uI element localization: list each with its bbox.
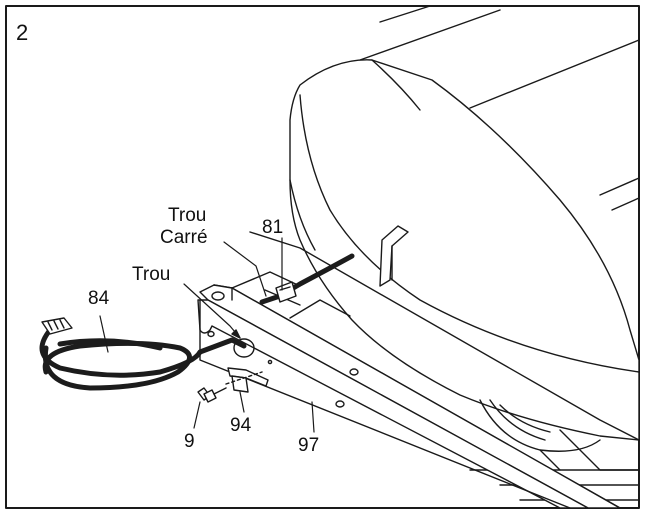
label-trou-carre-line2: Carré bbox=[160, 227, 208, 248]
label-trou-carre-line1: Trou bbox=[168, 205, 207, 226]
leader-84 bbox=[99, 315, 109, 353]
leader-trou-carre bbox=[223, 241, 267, 297]
rail-hole-front bbox=[233, 338, 255, 358]
rail-hole-low bbox=[335, 400, 345, 408]
arrow-trou bbox=[231, 329, 241, 339]
rail-hole-small bbox=[207, 330, 215, 338]
motor-hood bbox=[289, 59, 640, 441]
label-part-94: 94 bbox=[230, 415, 252, 436]
diagram-border bbox=[5, 5, 640, 509]
rail-hole-mid bbox=[349, 368, 359, 376]
label-part-81: 81 bbox=[262, 217, 284, 238]
label-part-9: 9 bbox=[184, 431, 195, 452]
label-trou: Trou bbox=[132, 264, 171, 285]
frame-97 bbox=[197, 284, 621, 509]
rail-interior bbox=[231, 271, 351, 319]
deck-top bbox=[359, 5, 640, 211]
label-part-84: 84 bbox=[88, 288, 110, 309]
screw-9 bbox=[197, 371, 263, 403]
leader-9 bbox=[193, 401, 201, 429]
step-number: 2 bbox=[16, 20, 29, 45]
wire-84 bbox=[39, 327, 247, 391]
leader-97 bbox=[311, 401, 315, 433]
label-part-97: 97 bbox=[298, 435, 320, 456]
rail-hole-top bbox=[211, 291, 225, 301]
bracket-94 bbox=[227, 359, 273, 393]
leader-94 bbox=[239, 391, 245, 413]
wire-plug bbox=[41, 317, 73, 335]
wire-81 bbox=[259, 253, 355, 305]
